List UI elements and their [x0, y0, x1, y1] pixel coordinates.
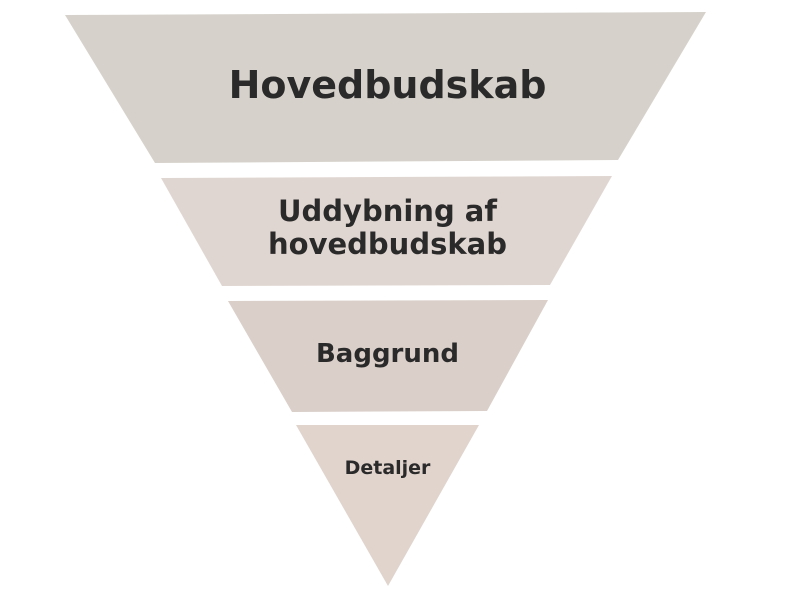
pyramid-level-4-band	[296, 425, 479, 586]
pyramid-level-3-label: Baggrund	[315, 339, 460, 369]
pyramid-level-1-label: Hovedbudskab	[228, 63, 547, 107]
pyramid-level-4-label: Detaljer	[344, 457, 431, 479]
pyramid-level-3-band	[228, 300, 548, 412]
pyramid-level-1-band	[65, 12, 706, 163]
pyramid-level-2-band	[161, 176, 612, 286]
pyramid-level-2-label: Uddybning af hovedbudskab	[268, 194, 507, 261]
